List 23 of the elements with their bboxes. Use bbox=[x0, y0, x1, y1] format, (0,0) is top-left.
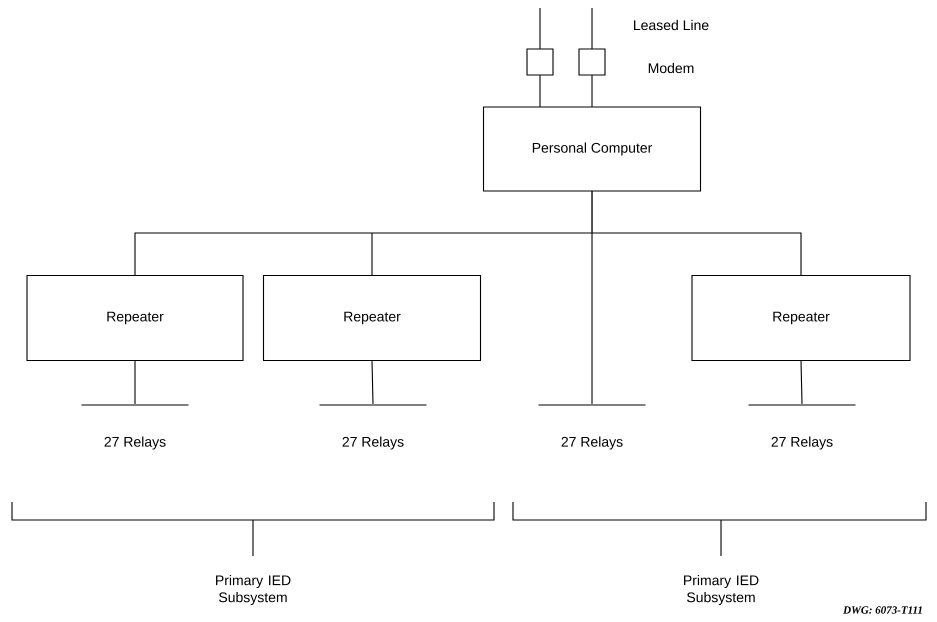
subsystem-label: Primary IED Subsystem bbox=[684, 574, 758, 606]
subsystem-label: Primary IED Subsystem bbox=[216, 574, 290, 606]
drawing-number: DWG: 6073-T111 bbox=[843, 606, 922, 614]
line-label: Modem bbox=[648, 62, 694, 74]
caption-text: 27 Relays bbox=[342, 436, 404, 450]
connector-line bbox=[134, 361, 136, 404]
modem-box bbox=[578, 48, 606, 76]
repeater-box: Repeater bbox=[26, 274, 244, 362]
caption-text: 27 Relays bbox=[772, 436, 833, 450]
caption-text: 27 Relays bbox=[562, 436, 623, 450]
repeater-box: Repeater bbox=[262, 274, 482, 362]
computer-box: Personal Computer bbox=[482, 106, 702, 192]
connector-line bbox=[591, 76, 593, 106]
line-label: Leased Line bbox=[634, 20, 708, 30]
repeater-box: Repeater bbox=[691, 274, 911, 362]
connector-line bbox=[539, 8, 541, 48]
connector-line bbox=[591, 8, 593, 48]
connector-line bbox=[371, 361, 374, 404]
modem-box bbox=[526, 48, 554, 76]
connector-line bbox=[539, 76, 541, 106]
caption-text: 27 Relays bbox=[104, 436, 166, 450]
connector-line bbox=[800, 361, 803, 404]
connector-line bbox=[591, 192, 802, 275]
